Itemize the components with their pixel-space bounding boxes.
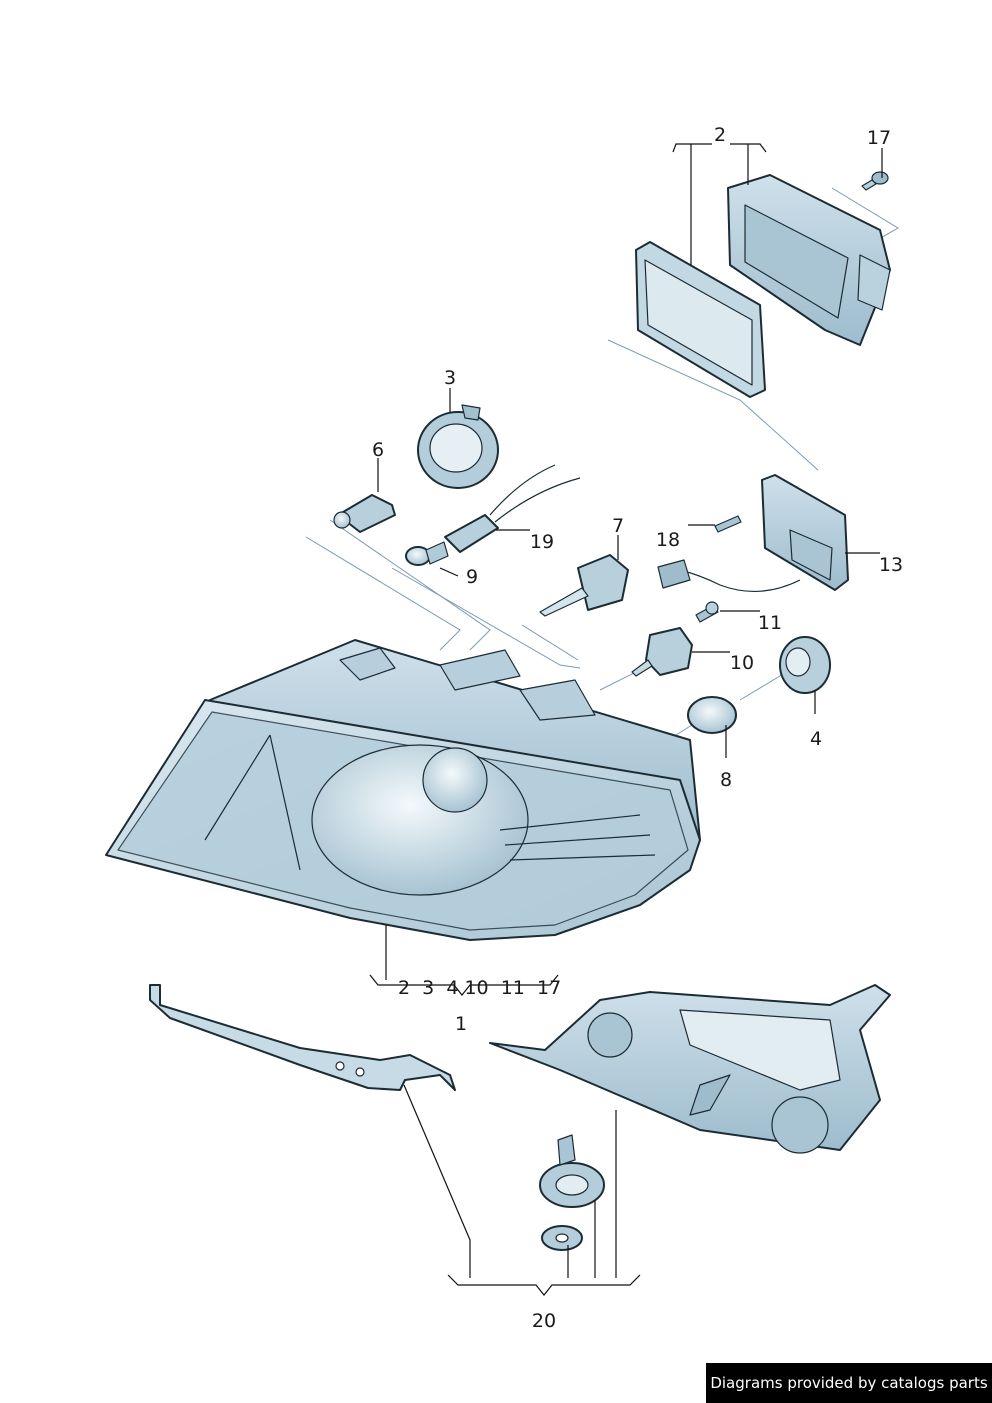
callout-6: 6 [372, 439, 384, 461]
bulb-holder-19 [444, 464, 581, 553]
control-unit-housing [727, 174, 891, 346]
screw-17 [861, 171, 889, 191]
callout-19: 19 [530, 531, 554, 553]
screw-11 [695, 601, 719, 623]
callout-1: 1 [455, 1013, 467, 1035]
gasket [635, 241, 766, 398]
screw-18 [714, 515, 742, 533]
headlight-housing [105, 639, 701, 941]
callout-7: 7 [612, 515, 624, 537]
retaining-ring [417, 404, 499, 489]
callout-2: 2 [714, 124, 726, 146]
callout-17: 17 [867, 127, 891, 149]
ballast-13 [657, 474, 849, 592]
xenon-bulb-7 [539, 554, 629, 617]
callout-9: 9 [466, 566, 478, 588]
callout-13: 13 [879, 554, 903, 576]
attribution-banner: Diagrams provided by catalogs parts [706, 1363, 992, 1403]
callout-1-subparts: 2 3 4 10 11 17 [398, 977, 561, 999]
callout-labels: 2 17 3 6 7 18 19 13 9 11 10 4 8 2 3 4 10… [372, 124, 903, 1332]
callout-10: 10 [730, 652, 754, 674]
callout-4: 4 [810, 728, 822, 750]
leader-lines [369, 143, 883, 1296]
adjuster-nut [539, 1134, 605, 1208]
bulb-socket-4 [779, 636, 831, 694]
callout-3: 3 [444, 367, 456, 389]
alignment-guides [305, 187, 899, 741]
bulb-9 [405, 541, 449, 566]
callout-20: 20 [532, 1310, 556, 1332]
base-plate [489, 984, 891, 1154]
callout-8: 8 [720, 769, 732, 791]
bulb-8 [687, 696, 737, 734]
callout-11: 11 [758, 612, 782, 634]
motor-10 [631, 627, 693, 677]
bracket [149, 984, 456, 1091]
washer [541, 1225, 583, 1251]
attribution-text: Diagrams provided by catalogs parts [710, 1374, 988, 1392]
bulb-6 [333, 494, 396, 533]
callout-18: 18 [656, 529, 680, 551]
